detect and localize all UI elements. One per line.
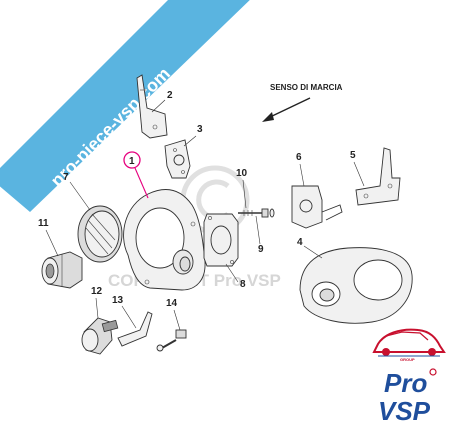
- svg-text:2: 2: [167, 90, 173, 101]
- svg-text:10: 10: [236, 168, 248, 179]
- callout-10: 10: [236, 168, 248, 209]
- svg-text:3: 3: [197, 124, 203, 135]
- callout-14: 14: [166, 298, 181, 331]
- callout-9: 9: [255, 215, 264, 255]
- svg-text:13: 13: [112, 295, 124, 306]
- callouts: 1 2 3 4 5 6 7 8: [38, 90, 365, 331]
- callout-5: 5: [350, 150, 365, 187]
- callout-12: 12: [91, 286, 103, 319]
- svg-text:7: 7: [63, 172, 69, 183]
- direction-indicator: SENSO DI MARCIA: [262, 83, 343, 122]
- svg-text:14: 14: [166, 298, 178, 309]
- part-1-headlight-housing: [123, 189, 206, 291]
- logo-tag: GROUP: [400, 357, 415, 362]
- logo-line2: VSP: [378, 396, 431, 426]
- callout-3: 3: [183, 124, 203, 147]
- logo-dot-icon: [429, 368, 437, 376]
- svg-text:1: 1: [129, 156, 135, 167]
- svg-text:5: 5: [350, 150, 356, 161]
- pro-vsp-logo: GROUP Pro VSP: [372, 328, 446, 426]
- callout-1: 1: [123, 151, 149, 199]
- part-6-bracket: [291, 185, 343, 229]
- logo-line1: Pro: [384, 368, 427, 398]
- svg-text:8: 8: [240, 279, 246, 290]
- svg-text:6: 6: [296, 152, 302, 163]
- svg-text:9: 9: [258, 244, 264, 255]
- svg-text:11: 11: [38, 218, 49, 229]
- part-3-mounting-plate: [164, 139, 191, 179]
- part-13-clip: [117, 311, 153, 347]
- callout-6: 6: [296, 152, 305, 187]
- part-2-bracket: [136, 74, 168, 139]
- svg-text:12: 12: [91, 286, 103, 297]
- direction-label: SENSO DI MARCIA: [270, 83, 343, 92]
- part-11-lamp-unit: [41, 251, 83, 289]
- part-4-bezel: [299, 247, 413, 324]
- part-8-gasket: [203, 213, 239, 267]
- part-10-screw: [238, 208, 275, 218]
- svg-text:4: 4: [297, 237, 303, 248]
- callout-8: 8: [225, 263, 246, 290]
- callout-7: 7: [63, 172, 91, 211]
- callout-13: 13: [112, 295, 137, 329]
- part-7-lens: [77, 205, 123, 263]
- car-silhouette-icon: [372, 328, 446, 357]
- part-14-adjust-screw: [156, 329, 187, 352]
- part-12-socket: [81, 317, 119, 355]
- callout-4: 4: [297, 237, 323, 259]
- callout-11: 11: [38, 218, 59, 257]
- part-5-bracket: [355, 147, 401, 206]
- callout-2: 2: [151, 90, 173, 113]
